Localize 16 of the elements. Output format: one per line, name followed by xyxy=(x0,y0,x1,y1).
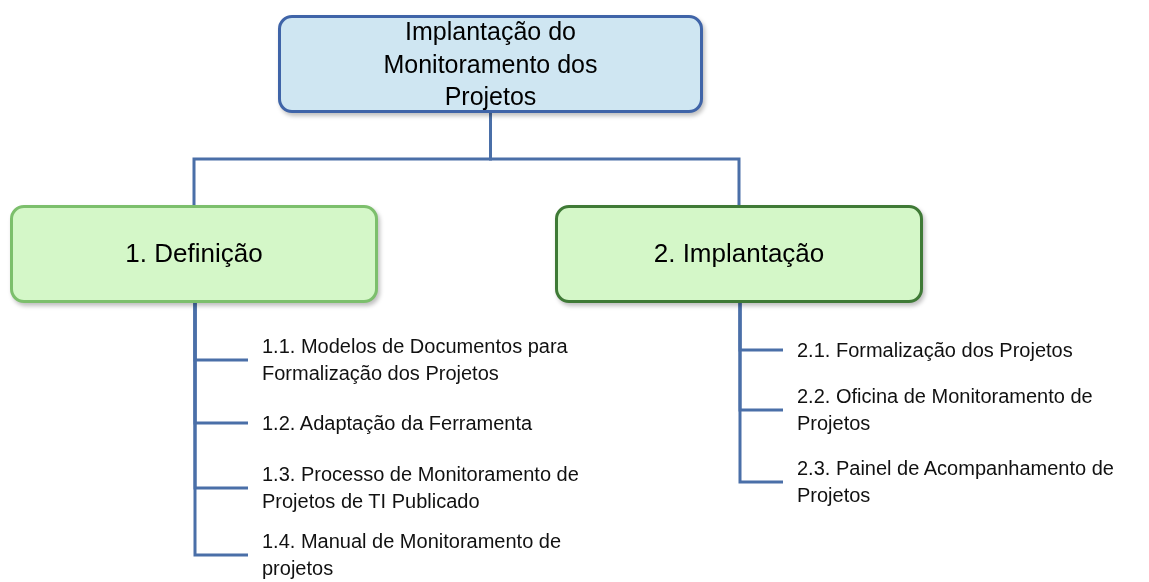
connector-line xyxy=(489,113,741,205)
task-label: 1.4. Manual de Monitoramento de projetos xyxy=(262,529,563,581)
box-title: Implantação do Monitoramento dos Projetos xyxy=(382,16,599,113)
task-label: 1.1. Modelos de Documentos para Formalização dos Projetos xyxy=(262,334,569,386)
connector-line xyxy=(738,303,783,484)
box-title: 2. Implantação xyxy=(653,237,825,271)
phase-box xyxy=(555,205,923,303)
task-label: 1.3. Processo de Monitoramento de Projetos de TI Publicado xyxy=(262,462,580,514)
task-label: 1.2. Adaptação da Ferramenta xyxy=(262,410,533,436)
box-title: 1. Definição xyxy=(125,237,263,271)
task-label: 2.1. Formalização dos Projetos xyxy=(797,337,1073,363)
task-label: 2.3. Painel de Acompanhamento de Projetos xyxy=(797,456,1115,508)
connector-line xyxy=(193,303,248,557)
task-label: 2.2. Oficina de Monitoramento de Projetos xyxy=(797,384,1094,436)
root-box xyxy=(278,15,703,113)
phase-box xyxy=(10,205,378,303)
